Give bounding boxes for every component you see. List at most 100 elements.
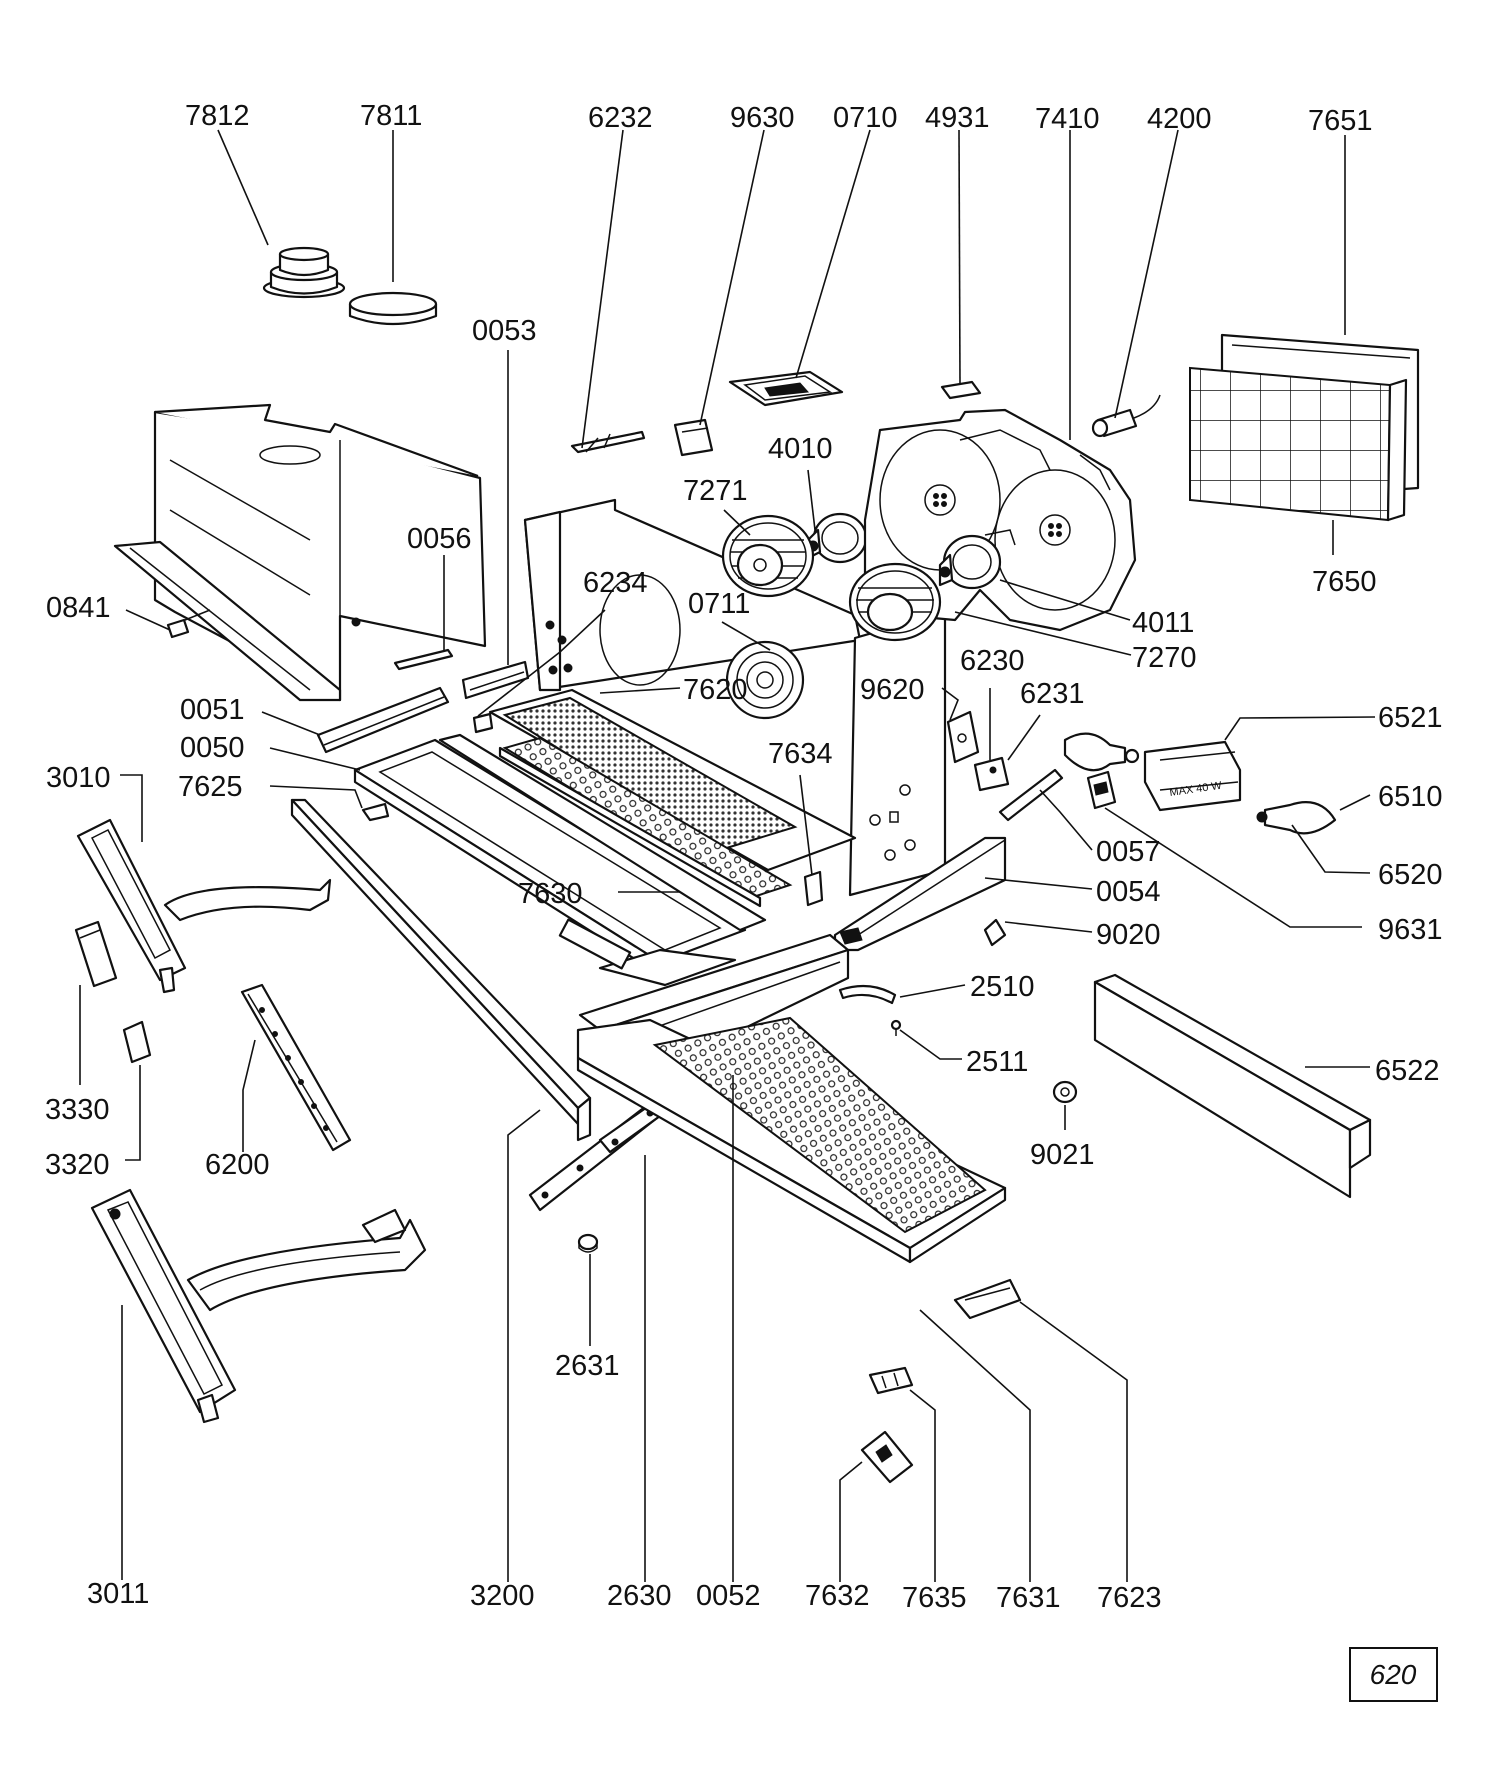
label-3010: 3010 [46,762,111,794]
label-2511: 2511 [966,1046,1028,1078]
label-7625: 7625 [178,771,243,803]
part-9630-switch [673,418,714,457]
label-7632: 7632 [805,1580,870,1612]
part-7635-clip [868,1366,914,1395]
part-3200-front-strip [290,798,592,1142]
part-6230-switch [973,756,1010,792]
label-7270: 7270 [1132,642,1197,674]
label-0051: 0051 [180,694,245,726]
label-0053: 0053 [472,315,537,347]
part-9020-clip [983,918,1007,947]
label-0057: 0057 [1096,836,1161,868]
part-0051-rail [316,686,450,754]
part-2510-cap [838,984,897,1005]
label-2630: 2630 [607,1580,672,1612]
label-9020: 9020 [1096,919,1161,951]
label-6234: 6234 [583,567,648,599]
label-6200: 6200 [205,1149,270,1181]
part-3330-slide-clip [74,920,118,988]
part-7631-perforated-tray [576,1016,1007,1264]
part-6200-switch-bar [240,983,352,1152]
part-9620-switch-block [946,710,980,764]
label-6230: 6230 [960,645,1025,677]
label-0056: 0056 [407,523,472,555]
label-0841: 0841 [46,592,111,624]
label-7620: 7620 [683,674,748,706]
part-7812-duct-adapter [262,246,346,299]
part-main-chassis-panel [523,498,947,897]
part-4931-clip [940,380,982,400]
label-4200: 4200 [1147,103,1212,135]
label-6521: 6521 [1378,702,1443,734]
part-7650-grease-filter [1189,366,1408,522]
part-7632-clip [860,1430,914,1484]
label-7812: 7812 [185,100,250,132]
label-4010: 4010 [768,433,833,465]
part-7620-mesh-filter [488,688,857,908]
part-0710-plate [728,370,844,407]
label-2510: 2510 [970,971,1035,1003]
part-0053-bracket [461,660,530,700]
label-6522: 6522 [1375,1055,1440,1087]
part-2631-roller [577,1233,599,1253]
part-2511-screw [890,1019,902,1036]
label-4011: 4011 [1132,607,1194,639]
part-3010-handle [76,818,332,994]
part-7630-filter-frame [558,918,737,987]
part-6234-clip [472,712,494,734]
label-7631: 7631 [996,1582,1061,1614]
page-number-box: 620 [1349,1647,1438,1702]
label-7651: 7651 [1308,105,1373,137]
label-6510: 6510 [1378,781,1443,813]
part-0056-strip [393,648,454,671]
part-9021-grommet [1052,1080,1078,1104]
label-3330: 3330 [45,1094,110,1126]
part-6521-lamp-holder: MAX 40 W [1143,740,1242,812]
label-7635: 7635 [902,1582,967,1614]
part-labels: 7812 7811 6232 9630 0710 4931 7410 4200 … [45,100,1443,1614]
label-4931: 4931 [925,102,990,134]
part-hood-cover-housing [113,403,487,702]
part-7270-impeller [848,562,942,642]
part-7625-guide [438,733,767,932]
part-6520-bulb [1256,801,1337,835]
part-6510-bulb [1063,732,1140,772]
part-6232-switch-lever [570,430,646,454]
label-6231: 6231 [1020,678,1085,710]
label-2631: 2631 [555,1350,620,1382]
label-9630: 9630 [730,102,795,134]
part-0841-clip [166,618,190,639]
label-0711: 0711 [688,588,750,620]
label-9021: 9021 [1030,1139,1095,1171]
label-6520: 6520 [1378,859,1443,891]
part-4011-motor [938,534,1002,590]
part-4200-capacitor [1091,394,1161,438]
part-4010-motor [806,512,868,564]
label-0050: 0050 [180,732,245,764]
label-9620: 9620 [860,674,925,706]
label-7811: 7811 [360,100,422,132]
part-7634-bracket [803,870,824,907]
part-9631-socket [1086,770,1117,810]
label-3320: 3320 [45,1149,110,1181]
part-7410-fan-housing [863,408,1137,632]
part-6522-lamp-cover [1093,973,1372,1199]
part-3011-handle [90,1188,427,1424]
label-7623: 7623 [1097,1582,1162,1614]
leader-lines [79,129,1376,1582]
label-7630: 7630 [518,878,583,910]
label-0710: 0710 [833,102,898,134]
page-number: 620 [1370,1659,1417,1690]
part-3320-clip [122,1020,152,1064]
label-9631: 9631 [1378,914,1443,946]
label-7650: 7650 [1312,566,1377,598]
label-6232: 6232 [588,102,653,134]
label-7634: 7634 [768,738,833,770]
label-3011: 3011 [87,1578,149,1610]
label-0052: 0052 [696,1580,761,1612]
part-7271-impeller [721,514,815,598]
part-7623-end-bracket [953,1278,1022,1320]
label-7271: 7271 [683,475,748,507]
part-7811-flange-ring [348,291,438,326]
